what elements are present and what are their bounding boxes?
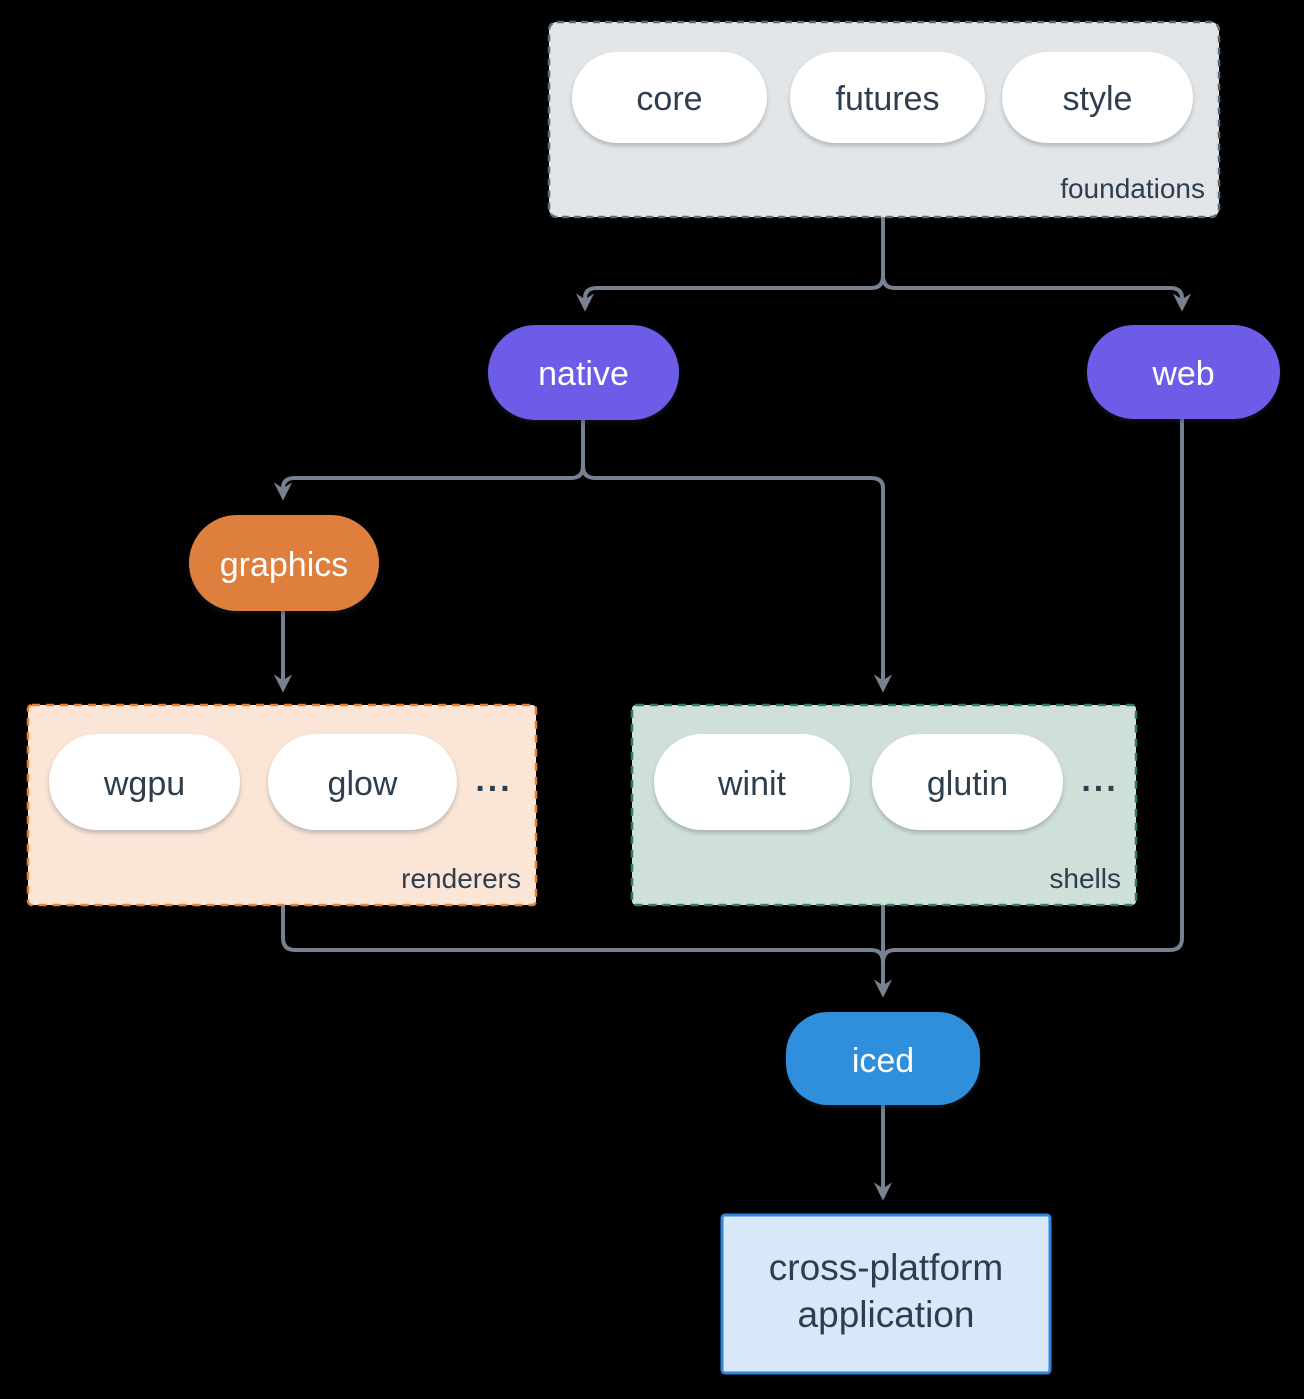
foundations-label: foundations	[1060, 173, 1205, 204]
pill-futures-label: futures	[836, 80, 940, 118]
pill-winit-label: winit	[717, 765, 787, 803]
pill-glow-label: glow	[328, 765, 398, 803]
pill-wgpu-label: wgpu	[103, 765, 185, 803]
edge-native-shells	[581, 420, 893, 693]
application-node: cross-platform application	[720, 1213, 1052, 1375]
shells-label: shells	[1049, 863, 1121, 894]
node-web	[1087, 325, 1280, 419]
node-graphics-label: graphics	[220, 546, 349, 584]
native-node: native	[488, 325, 679, 420]
pill-glutin-label: glutin	[927, 765, 1008, 803]
pill-style-label: style	[1063, 80, 1133, 118]
application-label-line1: cross-platform	[769, 1247, 1003, 1288]
pill-glutin	[872, 734, 1063, 830]
application-box	[720, 1213, 1052, 1375]
node-iced-label: iced	[852, 1042, 914, 1080]
shells-group: winit glutin ... shells	[630, 703, 1138, 907]
edge-foundations-web	[881, 217, 1192, 312]
pill-wgpu	[49, 734, 240, 830]
node-iced	[786, 1012, 980, 1105]
pill-glow	[268, 734, 457, 830]
renderers-group: wgpu glow ... renderers	[26, 703, 538, 907]
edge-foundations-native	[575, 217, 885, 312]
pill-futures	[790, 52, 985, 143]
renderers-label: renderers	[401, 863, 521, 894]
pill-core	[572, 52, 767, 143]
node-native	[488, 325, 679, 420]
foundations-group: core futures style foundations	[547, 20, 1221, 219]
graphics-node: graphics	[189, 515, 379, 611]
shells-ellipsis: ...	[1081, 761, 1118, 799]
pill-style	[1002, 52, 1193, 143]
iced-node: iced	[786, 1012, 980, 1105]
edge-renderers-iced	[281, 905, 885, 963]
application-label-line2: application	[798, 1294, 975, 1335]
node-native-label: native	[538, 355, 629, 393]
renderers-ellipsis: ...	[475, 761, 512, 799]
pill-core-label: core	[636, 80, 702, 118]
pill-winit	[654, 734, 850, 830]
web-node: web	[1087, 325, 1280, 419]
node-graphics	[189, 515, 379, 611]
edge-native-graphics	[273, 420, 585, 501]
node-web-label: web	[1151, 355, 1214, 393]
